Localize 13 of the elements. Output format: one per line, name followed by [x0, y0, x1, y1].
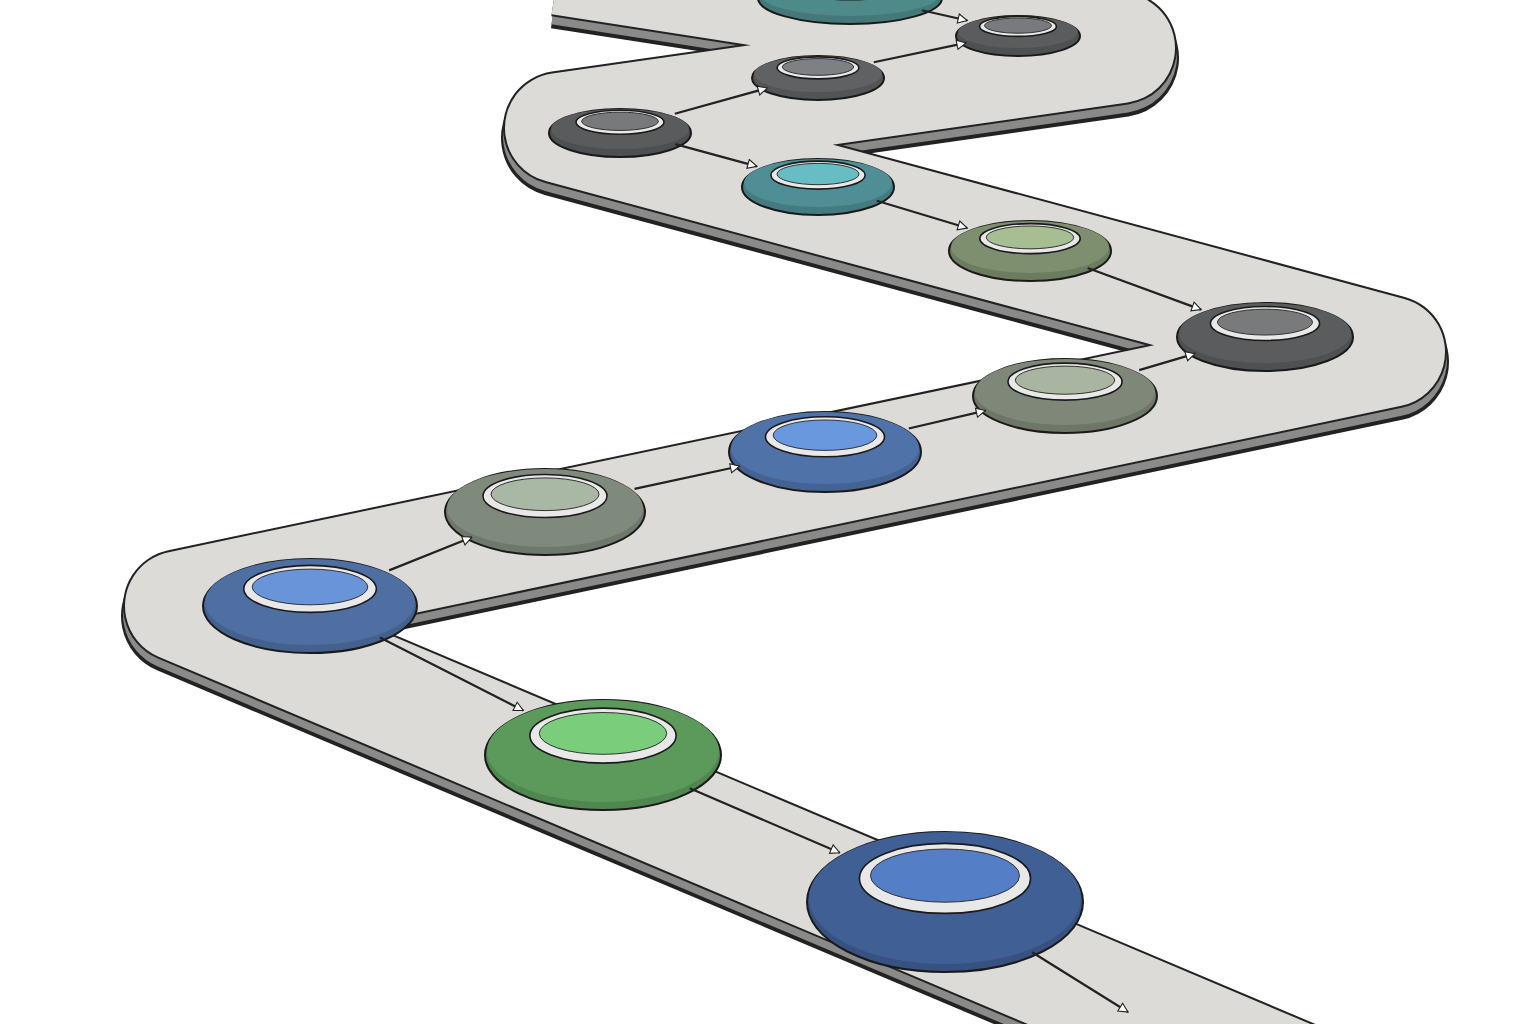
arrow [908, 407, 986, 430]
arrow [1138, 351, 1196, 372]
arrow [379, 636, 524, 712]
arrow [674, 85, 768, 115]
arrow [674, 143, 758, 169]
arrow [873, 39, 967, 64]
arrow [1031, 951, 1129, 1013]
arrow [921, 9, 968, 24]
arrow [689, 787, 841, 854]
arrow [388, 535, 473, 572]
arrow [876, 199, 968, 231]
arrow [1087, 267, 1202, 312]
arrow [634, 463, 741, 490]
